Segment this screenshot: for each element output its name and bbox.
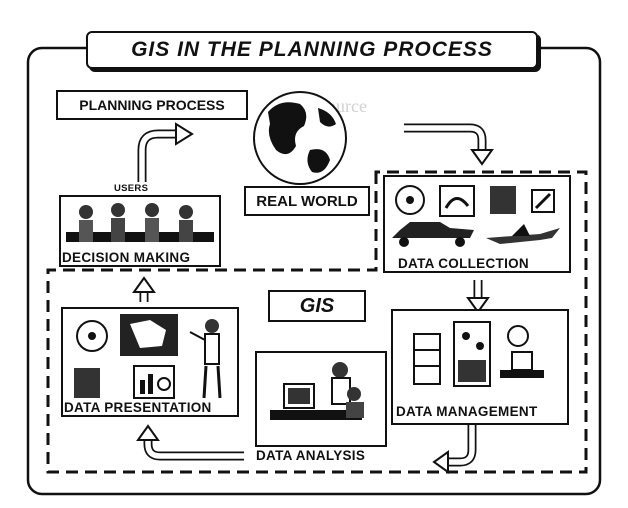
data-management-icons xyxy=(413,321,544,387)
arrow-head xyxy=(470,149,494,166)
arrow-world-to-collection xyxy=(404,123,487,150)
data-analysis-icons xyxy=(270,362,364,420)
gis-dashed-boundary xyxy=(46,170,588,474)
real-world-text: REAL WORLD xyxy=(256,192,358,210)
data-collection-label: DATA COLLECTION xyxy=(398,256,529,271)
arrow-management-to-analysis xyxy=(432,450,449,474)
data-presentation-label: DATA PRESENTATION xyxy=(64,400,212,415)
arrow-collection-to-management xyxy=(466,297,490,314)
decision-making-label: DECISION MAKING xyxy=(62,250,191,265)
globe-icon xyxy=(253,91,347,185)
data-analysis-panel xyxy=(255,351,387,447)
users-label: USERS xyxy=(114,183,149,194)
planning-process-label: PLANNING PROCESS xyxy=(56,90,248,120)
data-collection-icons xyxy=(392,185,560,247)
page-title: GIS IN THE PLANNING PROCESS xyxy=(131,38,493,61)
arrow-presentation-to-decision xyxy=(132,276,156,293)
data-management-label: DATA MANAGEMENT xyxy=(396,404,538,419)
data-presentation-icons xyxy=(74,314,222,399)
users-meeting-icon xyxy=(66,203,214,242)
data-analysis-label: DATA ANALYSIS xyxy=(256,448,366,463)
arrow-users-to-planning xyxy=(137,129,178,182)
title-box: GIS IN THE PLANNING PROCESS xyxy=(86,31,538,69)
real-world-label: REAL WORLD xyxy=(244,186,370,216)
planning-process-text: PLANNING PROCESS xyxy=(79,97,225,113)
gis-text: GIS xyxy=(299,294,335,317)
arrow-head xyxy=(175,122,194,146)
gis-label: GIS xyxy=(268,290,366,322)
arrow-analysis-to-presentation xyxy=(136,424,160,441)
